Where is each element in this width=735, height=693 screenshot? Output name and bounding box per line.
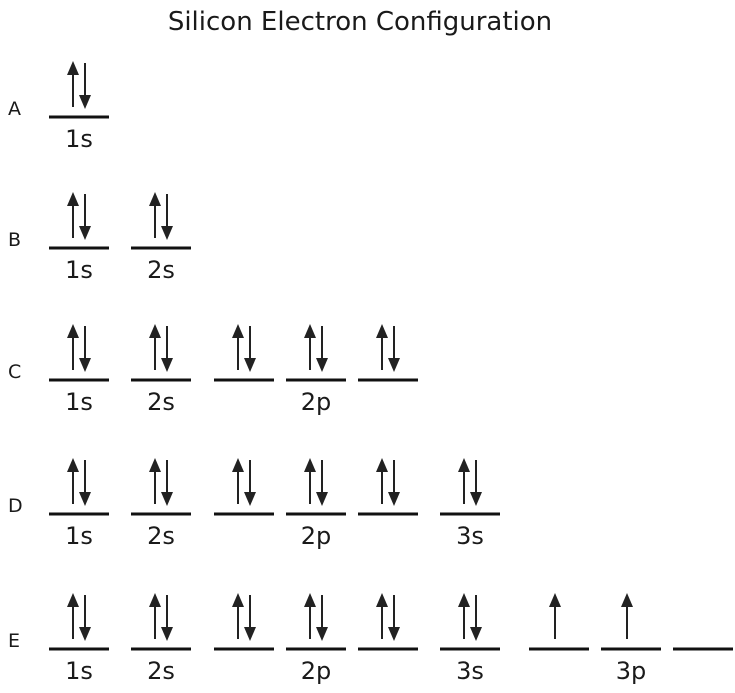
spin-down-arrow-icon xyxy=(79,326,91,372)
subshell-label: 1s xyxy=(65,522,93,550)
orbital-box xyxy=(286,593,346,651)
configuration-row: D 1s 2s 2p 3s xyxy=(8,458,500,550)
row-label: B xyxy=(8,229,21,251)
spin-down-arrow-icon xyxy=(161,194,173,240)
spin-down-arrow-icon xyxy=(388,460,400,506)
spin-down-arrow-icon xyxy=(316,460,328,506)
subshell-label: 3s xyxy=(456,657,484,685)
configuration-row: E 1s 2s 2p 3s 3p xyxy=(8,593,733,685)
orbital-box xyxy=(358,593,418,651)
subshell-label: 1s xyxy=(65,388,93,416)
spin-down-arrow-icon xyxy=(161,460,173,506)
orbital-box xyxy=(440,458,500,516)
orbital-box xyxy=(131,192,191,250)
spin-down-arrow-icon xyxy=(316,595,328,641)
orbital-box xyxy=(286,324,346,382)
orbital-box xyxy=(601,593,661,651)
orbital-box xyxy=(131,458,191,516)
spin-up-arrow-icon xyxy=(458,593,470,639)
spin-down-arrow-icon xyxy=(79,194,91,240)
configuration-row: C 1s 2s 2p xyxy=(8,324,418,416)
orbital-box xyxy=(49,324,109,382)
spin-down-arrow-icon xyxy=(244,326,256,372)
orbital-box xyxy=(131,593,191,651)
subshell-label: 1s xyxy=(65,125,93,153)
row-label: E xyxy=(8,630,20,652)
orbital-box xyxy=(286,458,346,516)
spin-down-arrow-icon xyxy=(388,595,400,641)
orbital-box xyxy=(131,324,191,382)
row-label: D xyxy=(8,495,23,517)
orbital-box xyxy=(214,593,274,651)
spin-down-arrow-icon xyxy=(244,595,256,641)
spin-down-arrow-icon xyxy=(79,63,91,109)
spin-up-arrow-icon xyxy=(304,458,316,504)
orbital-box xyxy=(49,192,109,250)
spin-down-arrow-icon xyxy=(79,595,91,641)
spin-up-arrow-icon xyxy=(376,324,388,370)
orbital-box xyxy=(440,593,500,651)
spin-up-arrow-icon xyxy=(67,192,79,238)
configuration-row: A 1s xyxy=(8,61,109,153)
subshell-label: 1s xyxy=(65,657,93,685)
spin-down-arrow-icon xyxy=(161,326,173,372)
orbital-box xyxy=(529,593,589,651)
spin-up-arrow-icon xyxy=(149,458,161,504)
subshell-label: 2p xyxy=(301,522,332,550)
spin-up-arrow-icon xyxy=(621,593,633,639)
subshell-label: 2p xyxy=(301,388,332,416)
subshell-label: 2s xyxy=(147,256,175,284)
spin-up-arrow-icon xyxy=(304,593,316,639)
spin-down-arrow-icon xyxy=(316,326,328,372)
subshell-label: 1s xyxy=(65,256,93,284)
spin-down-arrow-icon xyxy=(470,460,482,506)
spin-down-arrow-icon xyxy=(161,595,173,641)
spin-up-arrow-icon xyxy=(549,593,561,639)
spin-down-arrow-icon xyxy=(79,460,91,506)
row-label: C xyxy=(8,361,21,383)
spin-up-arrow-icon xyxy=(67,458,79,504)
spin-up-arrow-icon xyxy=(67,61,79,107)
spin-up-arrow-icon xyxy=(304,324,316,370)
orbital-box xyxy=(49,61,109,119)
subshell-label: 3s xyxy=(456,522,484,550)
spin-up-arrow-icon xyxy=(376,593,388,639)
orbital-box xyxy=(358,324,418,382)
subshell-label: 3p xyxy=(616,657,647,685)
orbital-box xyxy=(49,593,109,651)
spin-up-arrow-icon xyxy=(458,458,470,504)
orbital-box xyxy=(214,458,274,516)
orbital-box xyxy=(49,458,109,516)
subshell-label: 2s xyxy=(147,657,175,685)
spin-up-arrow-icon xyxy=(232,324,244,370)
spin-up-arrow-icon xyxy=(232,593,244,639)
spin-up-arrow-icon xyxy=(149,192,161,238)
diagram-title: Silicon Electron Configuration xyxy=(168,7,552,37)
spin-up-arrow-icon xyxy=(149,593,161,639)
spin-down-arrow-icon xyxy=(470,595,482,641)
spin-up-arrow-icon xyxy=(67,593,79,639)
spin-down-arrow-icon xyxy=(388,326,400,372)
spin-up-arrow-icon xyxy=(149,324,161,370)
spin-up-arrow-icon xyxy=(232,458,244,504)
orbital-box xyxy=(358,458,418,516)
spin-up-arrow-icon xyxy=(67,324,79,370)
subshell-label: 2p xyxy=(301,657,332,685)
subshell-label: 2s xyxy=(147,388,175,416)
spin-down-arrow-icon xyxy=(244,460,256,506)
configuration-row: B 1s 2s xyxy=(8,192,191,284)
spin-up-arrow-icon xyxy=(376,458,388,504)
row-label: A xyxy=(8,98,21,120)
orbital-box xyxy=(214,324,274,382)
subshell-label: 2s xyxy=(147,522,175,550)
